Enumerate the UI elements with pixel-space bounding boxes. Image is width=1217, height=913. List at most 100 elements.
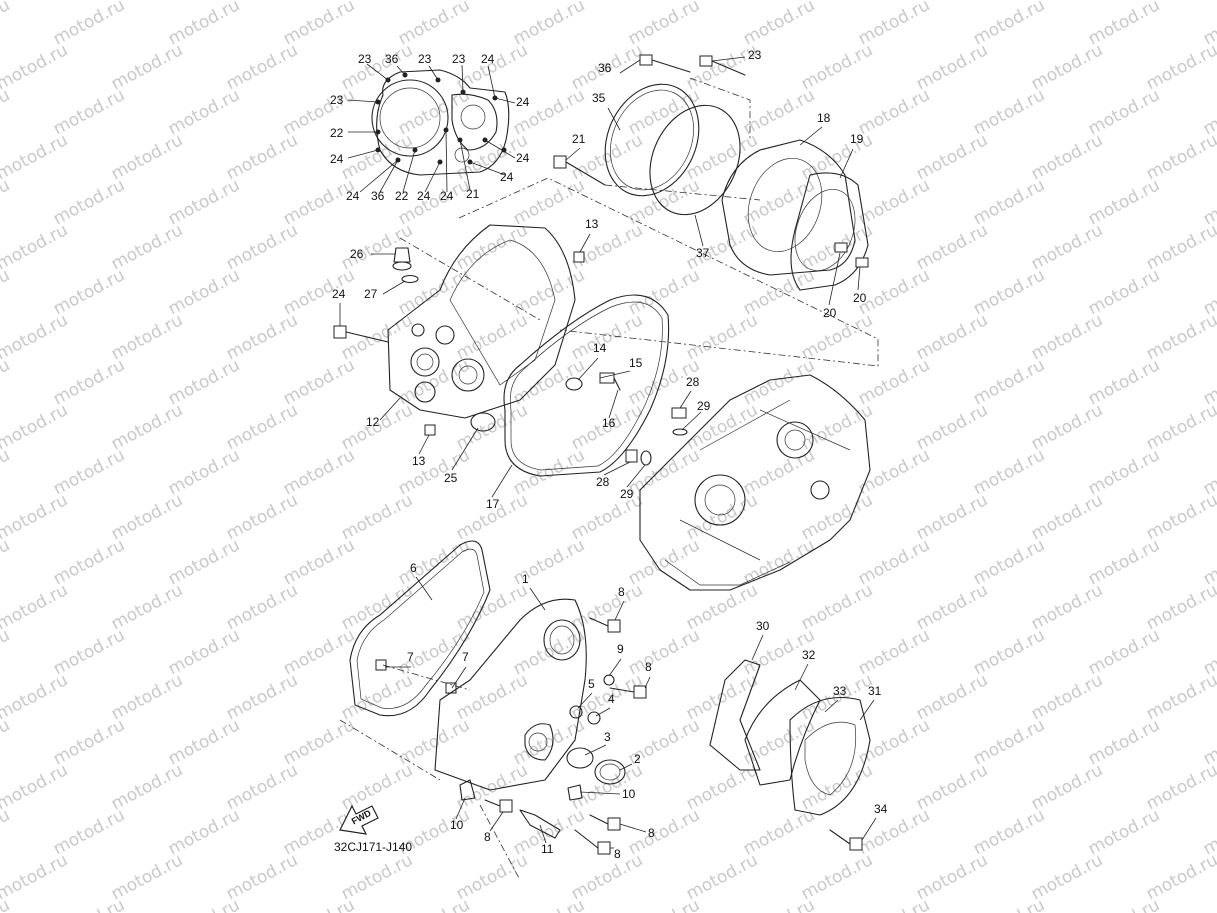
diagram-code: 32CJ171-J140	[334, 840, 412, 854]
watermark-text: motod.ru	[0, 580, 71, 634]
callout-label: 20	[823, 306, 837, 320]
watermark-text: motod.ru	[0, 805, 13, 859]
watermark-text: motod.ru	[683, 310, 761, 364]
callout-label: 35	[592, 91, 606, 105]
watermark-text: motod.ru	[338, 760, 416, 814]
callout-label: 32	[802, 648, 816, 662]
watermark-text: motod.ru	[913, 760, 991, 814]
callout-label: 6	[410, 561, 417, 575]
callout-label: 9	[617, 642, 624, 656]
watermark-text: motod.ru	[338, 490, 416, 544]
callout-label: 21	[572, 132, 586, 146]
callout-label: 13	[585, 217, 599, 231]
callout-label: 8	[484, 830, 491, 844]
callout-label: 10	[450, 818, 464, 832]
watermark-text: motod.ru	[683, 670, 761, 724]
callout-label: 30	[756, 619, 770, 633]
watermark-text: motod.ru	[1028, 760, 1106, 814]
callout-label: 23	[358, 52, 372, 66]
callout-labels: 23 36 23 23 24 23 24 22 24 24 24 24 36 2…	[330, 48, 888, 861]
callout-label: 8	[645, 660, 652, 674]
callout-label: 22	[395, 189, 409, 203]
watermark-text: motod.ru	[913, 220, 991, 274]
callout-label: 15	[629, 356, 643, 370]
watermark-text: motod.ru	[108, 310, 186, 364]
watermark-text: motod.ru	[50, 895, 128, 913]
watermark-text: motod.ru	[108, 220, 186, 274]
main-leader-lines	[339, 56, 877, 849]
callout-label: 12	[366, 415, 380, 429]
watermark-text: motod.ru	[913, 130, 991, 184]
callout-label: 29	[620, 487, 634, 501]
gasket-17	[503, 294, 688, 477]
watermark-text: motod.ru	[0, 0, 13, 49]
callout-label: 24	[516, 95, 530, 109]
callout-label: 3	[604, 730, 611, 744]
callout-label: 36	[598, 61, 612, 75]
callout-label: 22	[330, 126, 344, 140]
watermark-text: motod.ru	[338, 670, 416, 724]
watermark-text: motod.ru	[0, 670, 71, 724]
watermark-text: motod.ru	[280, 895, 358, 913]
watermark-text: motod.ru	[223, 220, 301, 274]
watermark-text: motod.ru	[223, 310, 301, 364]
callout-label: 19	[850, 132, 864, 146]
watermark-text: motod.ru	[568, 490, 646, 544]
callout-label: 23	[748, 48, 762, 62]
watermark-text: motod.ru	[683, 580, 761, 634]
watermark-text: motod.ru	[0, 445, 13, 499]
watermark-text: motod.ru	[1028, 670, 1106, 724]
callout-label: 24	[440, 189, 454, 203]
watermark-text: motod.ru	[223, 760, 301, 814]
watermark-text: motod.ru	[0, 490, 71, 544]
callout-label: 8	[614, 847, 621, 861]
watermark-text: motod.ru	[683, 850, 761, 904]
callout-label: 24	[332, 287, 346, 301]
watermark-text: motod.ru	[1028, 580, 1106, 634]
watermark-text: motod.ru	[223, 490, 301, 544]
callout-label: 23	[452, 52, 466, 66]
watermark-text: motod.ru	[395, 895, 473, 913]
watermark-text: motod.ru	[108, 580, 186, 634]
watermark-text: motod.ru	[798, 580, 876, 634]
watermark-text: motod.ru	[683, 220, 761, 274]
watermark-text: motod.ru	[338, 310, 416, 364]
callout-label: 17	[486, 497, 500, 511]
watermark-text: motod.ru	[1028, 130, 1106, 184]
callout-label: 24	[516, 151, 530, 165]
watermark-text: motod.ru	[453, 310, 531, 364]
watermark-text: motod.ru	[913, 310, 991, 364]
gasket-6	[349, 540, 491, 717]
watermark-text: motod.ru	[913, 670, 991, 724]
watermark-text: motod.ru	[568, 850, 646, 904]
watermark-text: motod.ru	[0, 535, 13, 589]
callout-label: 33	[833, 684, 847, 698]
watermark-text: motod.ru	[1200, 895, 1217, 913]
callout-label: 24	[330, 152, 344, 166]
watermark-text: motod.ru	[0, 850, 71, 904]
callout-label: 14	[593, 341, 607, 355]
callout-label: 36	[385, 52, 399, 66]
callout-label: 24	[500, 170, 514, 184]
inset-leader-lines	[347, 63, 516, 193]
watermark-text: motod.ru	[798, 490, 876, 544]
watermark-text: motod.ru	[0, 715, 13, 769]
callout-label: 23	[330, 93, 344, 107]
watermark-text: motod.ru	[223, 400, 301, 454]
watermark-text: motod.ru	[338, 40, 416, 94]
watermark-text: motod.ru	[0, 265, 13, 319]
watermark-text: motod.ru	[625, 895, 703, 913]
watermark-text: motod.ru	[0, 220, 71, 274]
fwd-arrow-icon: FWD	[339, 804, 379, 835]
watermark-text: motod.ru	[453, 850, 531, 904]
watermark-text: motod.ru	[798, 760, 876, 814]
watermark-text: motod.ru	[798, 40, 876, 94]
callout-label: 28	[596, 475, 610, 489]
watermark-text: motod.ru	[683, 130, 761, 184]
callout-label: 26	[350, 247, 364, 261]
watermark-text: motod.ru	[0, 310, 71, 364]
watermark-text: motod.ru	[223, 130, 301, 184]
watermark-text: motod.ru	[510, 895, 588, 913]
callout-label: 28	[686, 375, 700, 389]
